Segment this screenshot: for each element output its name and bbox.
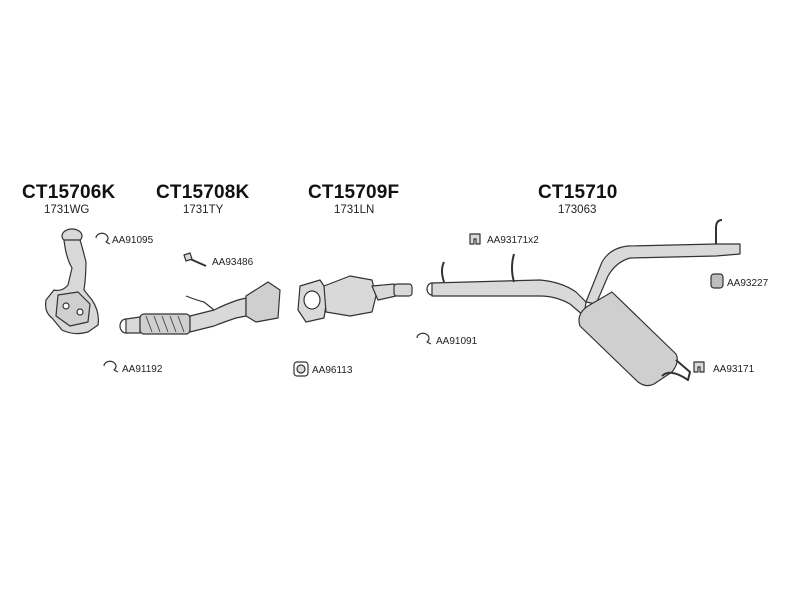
rubber-mount-aa93227-icon (710, 273, 724, 289)
part-sub-173063: 173063 (558, 204, 597, 216)
bolt-aa93486-icon (183, 252, 207, 267)
dpf-catalyst-part (297, 275, 413, 323)
ref-aa93227: AA93227 (727, 278, 769, 289)
hanger-aa93171-icon (693, 361, 705, 373)
hanger-aa93171x2-icon (469, 233, 481, 245)
clamp-aa91091-icon (416, 332, 432, 345)
ref-aa91091: AA91091 (436, 336, 478, 347)
clamp-aa91192-icon (103, 360, 119, 373)
part-sub-1731wg: 1731WG (44, 204, 90, 216)
ref-aa93486: AA93486 (212, 257, 254, 268)
part-code-ct15708k: CT15708K (156, 182, 250, 203)
ref-aa93171x2: AA93171x2 (487, 235, 539, 246)
flex-pipe-catalyst-part (119, 281, 281, 335)
ref-aa91095: AA91095 (112, 235, 154, 246)
ref-aa91192: AA91192 (122, 364, 163, 375)
part-sub-1731ty: 1731TY (183, 204, 224, 216)
part-code-ct15710: CT15710 (538, 182, 618, 203)
rear-silencer-part (426, 219, 741, 387)
front-downpipe-part (45, 228, 99, 335)
part-sub-1731ln: 1731LN (334, 204, 375, 216)
part-code-ct15706k: CT15706K (22, 182, 116, 203)
part-code-ct15709f: CT15709F (308, 182, 400, 203)
ref-aa93171: AA93171 (713, 364, 755, 375)
clamp-aa91095-icon (95, 232, 111, 245)
gasket-aa96113-icon (293, 361, 309, 377)
ref-aa96113: AA96113 (312, 365, 353, 376)
